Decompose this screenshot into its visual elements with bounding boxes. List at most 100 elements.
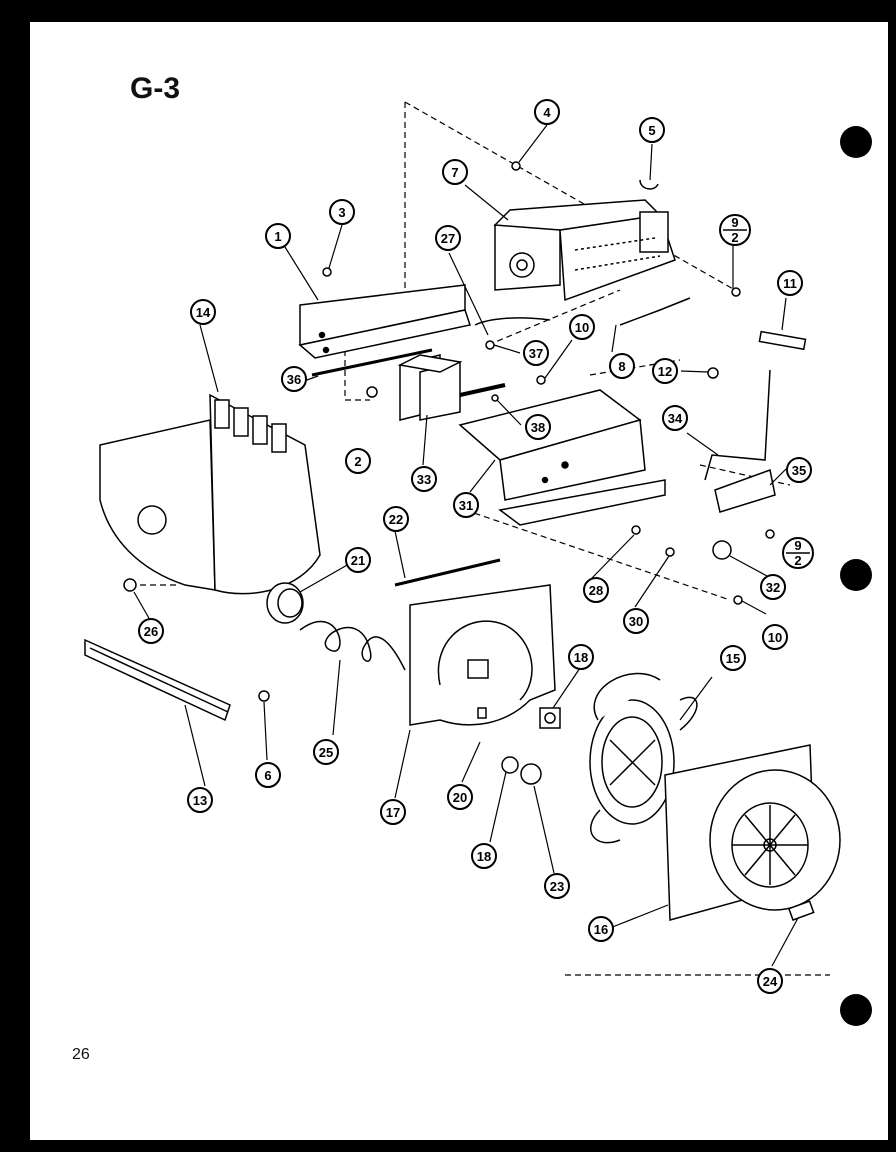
svg-text:14: 14 <box>196 305 211 320</box>
thermostat-32 <box>712 540 732 560</box>
assembly-line-screw2 <box>344 340 370 401</box>
screw-9a <box>731 287 741 297</box>
callout-10b: 10 <box>762 624 788 650</box>
callout-5: 5 <box>639 117 665 143</box>
ice-maker-assembly <box>493 199 676 302</box>
svg-text:7: 7 <box>451 165 458 180</box>
svg-text:2: 2 <box>731 230 738 245</box>
svg-text:12: 12 <box>658 364 672 379</box>
svg-text:15: 15 <box>726 651 740 666</box>
callout-35: 35 <box>786 457 812 483</box>
callout-20: 20 <box>447 784 473 810</box>
drive-belt <box>394 558 501 587</box>
assembly-line-switch <box>699 464 791 486</box>
svg-text:22: 22 <box>389 512 403 527</box>
callout-28: 28 <box>583 577 609 603</box>
motor-bracket <box>458 389 666 526</box>
actuator-34 <box>704 369 771 481</box>
callout-32: 32 <box>760 574 786 600</box>
svg-text:28: 28 <box>589 583 603 598</box>
svg-text:2: 2 <box>354 454 361 469</box>
leader-lines <box>133 124 799 967</box>
svg-text:18: 18 <box>574 650 588 665</box>
callout-4: 4 <box>534 99 560 125</box>
svg-text:31: 31 <box>459 498 473 513</box>
callout-1: 1 <box>265 223 291 249</box>
screw-6 <box>258 690 270 702</box>
svg-text:9: 9 <box>794 538 801 553</box>
svg-text:37: 37 <box>529 346 543 361</box>
nut-3 <box>322 267 332 277</box>
svg-text:4: 4 <box>543 105 551 120</box>
screw-10a <box>536 375 546 385</box>
callout-37: 37 <box>523 340 549 366</box>
svg-text:16: 16 <box>594 922 608 937</box>
callout-12: 12 <box>652 358 678 384</box>
svg-text:32: 32 <box>766 580 780 595</box>
svg-text:10: 10 <box>575 320 589 335</box>
svg-text:10: 10 <box>768 630 782 645</box>
assembly-lines <box>140 101 830 976</box>
blower-wheel <box>589 672 698 844</box>
callout-8: 8 <box>609 353 635 379</box>
drive-motor <box>397 354 506 421</box>
washer-19 <box>501 756 519 774</box>
callout-21: 21 <box>345 547 371 573</box>
callout-9a: 92 <box>719 214 751 246</box>
page-title: G-3 <box>130 72 181 105</box>
callout-17: 17 <box>380 799 406 825</box>
callout-31: 31 <box>453 492 479 518</box>
svg-text:38: 38 <box>531 420 545 435</box>
callout-9b: 92 <box>782 537 814 569</box>
svg-text:21: 21 <box>351 553 365 568</box>
assembly-line-12 <box>589 359 681 376</box>
callout-10a: 10 <box>569 314 595 340</box>
callout-11: 11 <box>777 270 803 296</box>
callout-14: 14 <box>190 299 216 325</box>
screw-12 <box>707 367 719 379</box>
svg-text:8: 8 <box>618 359 625 374</box>
svg-text:23: 23 <box>550 879 564 894</box>
svg-text:3: 3 <box>338 205 345 220</box>
wire-8 <box>619 297 691 326</box>
screw-10b <box>733 595 743 605</box>
callout-3: 3 <box>329 199 355 225</box>
callout-15: 15 <box>720 645 746 671</box>
back-plate <box>409 584 556 726</box>
page-number: 26 <box>72 1046 90 1063</box>
svg-text:20: 20 <box>453 790 467 805</box>
callout-27: 27 <box>435 225 461 251</box>
rod-36 <box>311 348 433 377</box>
link-37 <box>485 340 495 350</box>
callout-23: 23 <box>544 873 570 899</box>
svg-text:34: 34 <box>668 411 683 426</box>
screw-38 <box>491 394 499 402</box>
callout-13: 13 <box>187 787 213 813</box>
callout-33: 33 <box>411 466 437 492</box>
screw-2 <box>366 386 378 398</box>
screw-30 <box>665 547 675 557</box>
svg-text:24: 24 <box>763 974 778 989</box>
svg-text:26: 26 <box>144 624 158 639</box>
assembly-line-bracket <box>464 509 731 601</box>
callout-24: 24 <box>757 968 783 994</box>
callout-6: 6 <box>255 762 281 788</box>
svg-text:30: 30 <box>629 614 643 629</box>
punch-hole-middle <box>840 559 872 591</box>
svg-text:33: 33 <box>417 472 431 487</box>
svg-text:9: 9 <box>731 215 738 230</box>
callout-18b: 18 <box>471 843 497 869</box>
svg-text:6: 6 <box>264 768 271 783</box>
pulley-23 <box>520 763 542 785</box>
svg-text:11: 11 <box>783 276 797 291</box>
callout-26: 26 <box>138 618 164 644</box>
callout-18a: 18 <box>568 644 594 670</box>
svg-text:17: 17 <box>386 805 400 820</box>
punch-holes <box>840 126 872 1026</box>
mounting-bracket <box>298 284 471 359</box>
fan-shroud <box>99 393 321 595</box>
svg-text:18: 18 <box>477 849 491 864</box>
assembly-line-mount <box>487 289 621 346</box>
screw-9b <box>765 529 775 539</box>
assembly-line-top <box>404 101 736 291</box>
